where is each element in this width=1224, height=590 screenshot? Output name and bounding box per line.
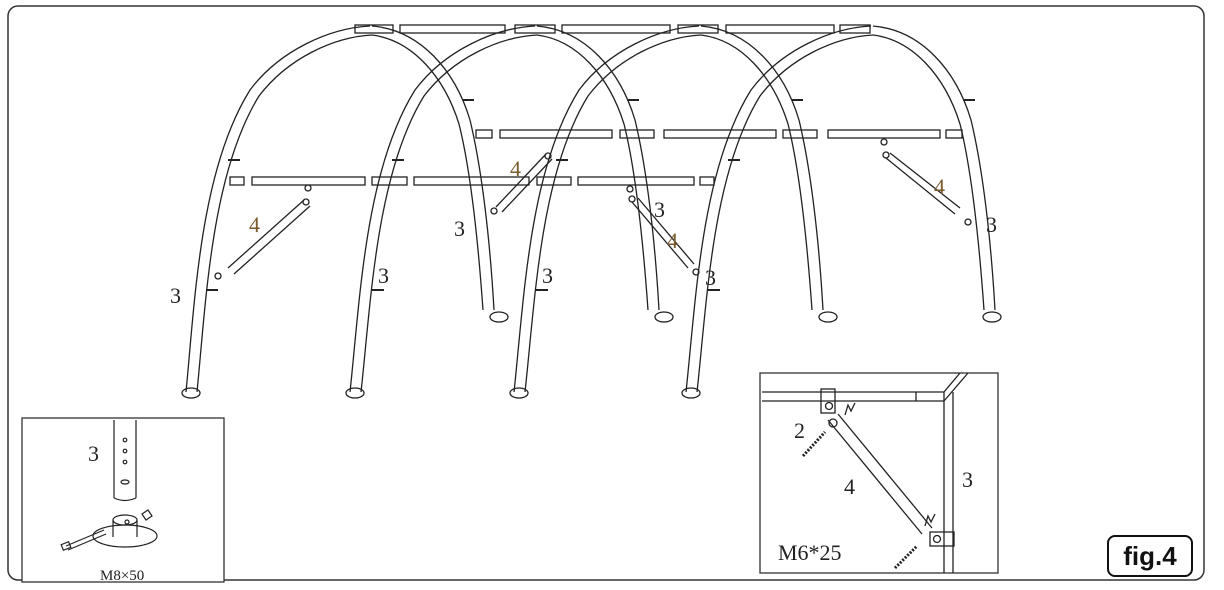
arch-front-3 xyxy=(513,25,702,393)
label-3: 3 xyxy=(542,263,553,288)
base-plates-front xyxy=(181,387,701,399)
arch-back-1 xyxy=(371,25,495,311)
figure-border xyxy=(7,5,1205,581)
side-purlin-back xyxy=(475,129,963,139)
arch-front-2 xyxy=(349,25,538,393)
diagonal-braces xyxy=(227,152,961,275)
inset-brace-label-2: 2 xyxy=(794,418,805,443)
main-part-labels: 3 3 3 3 3 3 3 4 4 4 4 xyxy=(170,156,997,308)
arch-front-1 xyxy=(185,25,373,393)
label-3: 3 xyxy=(454,216,465,241)
arch-front-4 xyxy=(685,25,874,393)
label-3: 3 xyxy=(654,197,665,222)
arch-joints xyxy=(206,99,975,291)
label-4: 4 xyxy=(510,156,521,181)
base-plates-back xyxy=(489,311,1002,323)
label-4: 4 xyxy=(249,212,260,237)
label-3: 3 xyxy=(705,265,716,290)
brace-fittings xyxy=(214,138,972,280)
inset-brace-label-3: 3 xyxy=(962,467,973,492)
arch-back-2 xyxy=(536,25,660,311)
ridge-purlin xyxy=(354,24,871,34)
inset-brace-label-4: 4 xyxy=(844,474,855,499)
greenhouse-frame xyxy=(181,24,1002,399)
label-3: 3 xyxy=(378,263,389,288)
label-4: 4 xyxy=(667,228,678,253)
arch-back-3 xyxy=(700,25,824,311)
arch-back-4 xyxy=(872,25,996,311)
side-purlin-front xyxy=(229,176,715,186)
inset-base-detail: 3 M8×50 xyxy=(21,417,225,584)
inset-brace-detail: 2 4 3 M6*25 xyxy=(759,372,999,574)
figure-label: fig.4 xyxy=(1107,535,1193,577)
label-3: 3 xyxy=(170,283,181,308)
figure-label-text: fig.4 xyxy=(1123,541,1177,571)
inset-brace-bolt-spec: M6*25 xyxy=(778,540,842,565)
inset-base-part-label: 3 xyxy=(88,441,99,466)
label-4: 4 xyxy=(934,174,945,199)
inset-base-bolt-spec: M8×50 xyxy=(100,568,144,584)
label-3: 3 xyxy=(986,212,997,237)
